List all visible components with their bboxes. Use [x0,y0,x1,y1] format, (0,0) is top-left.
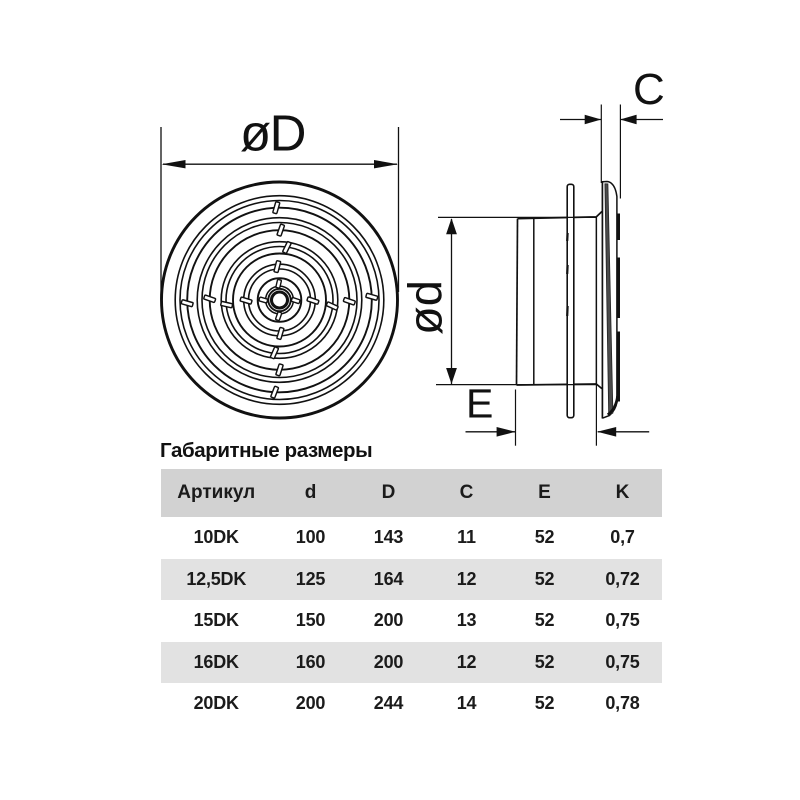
svg-text:C: C [633,65,665,114]
svg-text:øD: øD [240,105,305,162]
svg-text:E: E [466,381,493,427]
svg-text:ød: ød [399,280,452,335]
